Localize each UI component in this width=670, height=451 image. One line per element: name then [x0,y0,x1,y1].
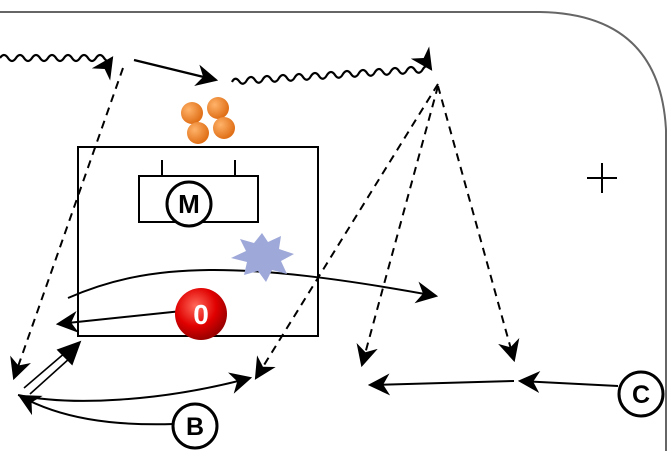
dashed-pass-lines [10,67,520,381]
skate-arrow-connector [133,58,219,86]
b-arc-upper [17,372,253,402]
player-b-marker: B [171,402,219,450]
player-m-label: M [178,189,200,219]
pass-line-mid [356,85,439,368]
puck-zero-badge: 0 [175,288,227,340]
pass-line-right [437,85,520,363]
player-m-marker: M [165,180,213,228]
b-arc-lower [18,394,175,426]
player-c-marker: C [617,370,665,418]
orange-dots-cluster-icon [181,97,235,144]
c-arrow-to-pivot [517,371,619,393]
puck-arrow-left [55,310,183,333]
player-b-label: B [186,413,204,441]
player-c-label: C [632,381,650,409]
wavy-skate-line-right [231,46,433,85]
puck-zero-label: 0 [193,299,209,330]
pass-line-left [10,67,124,381]
double-line-arrow [23,340,82,395]
pass-line-center [254,83,439,380]
rink-border [0,11,667,451]
wavy-skate-line-left [0,53,114,81]
curved-arrow-through-box [67,269,439,304]
crosshair-plus-icon [587,163,617,193]
starburst-icon [231,233,294,282]
pivot-arrow-left [367,373,515,396]
